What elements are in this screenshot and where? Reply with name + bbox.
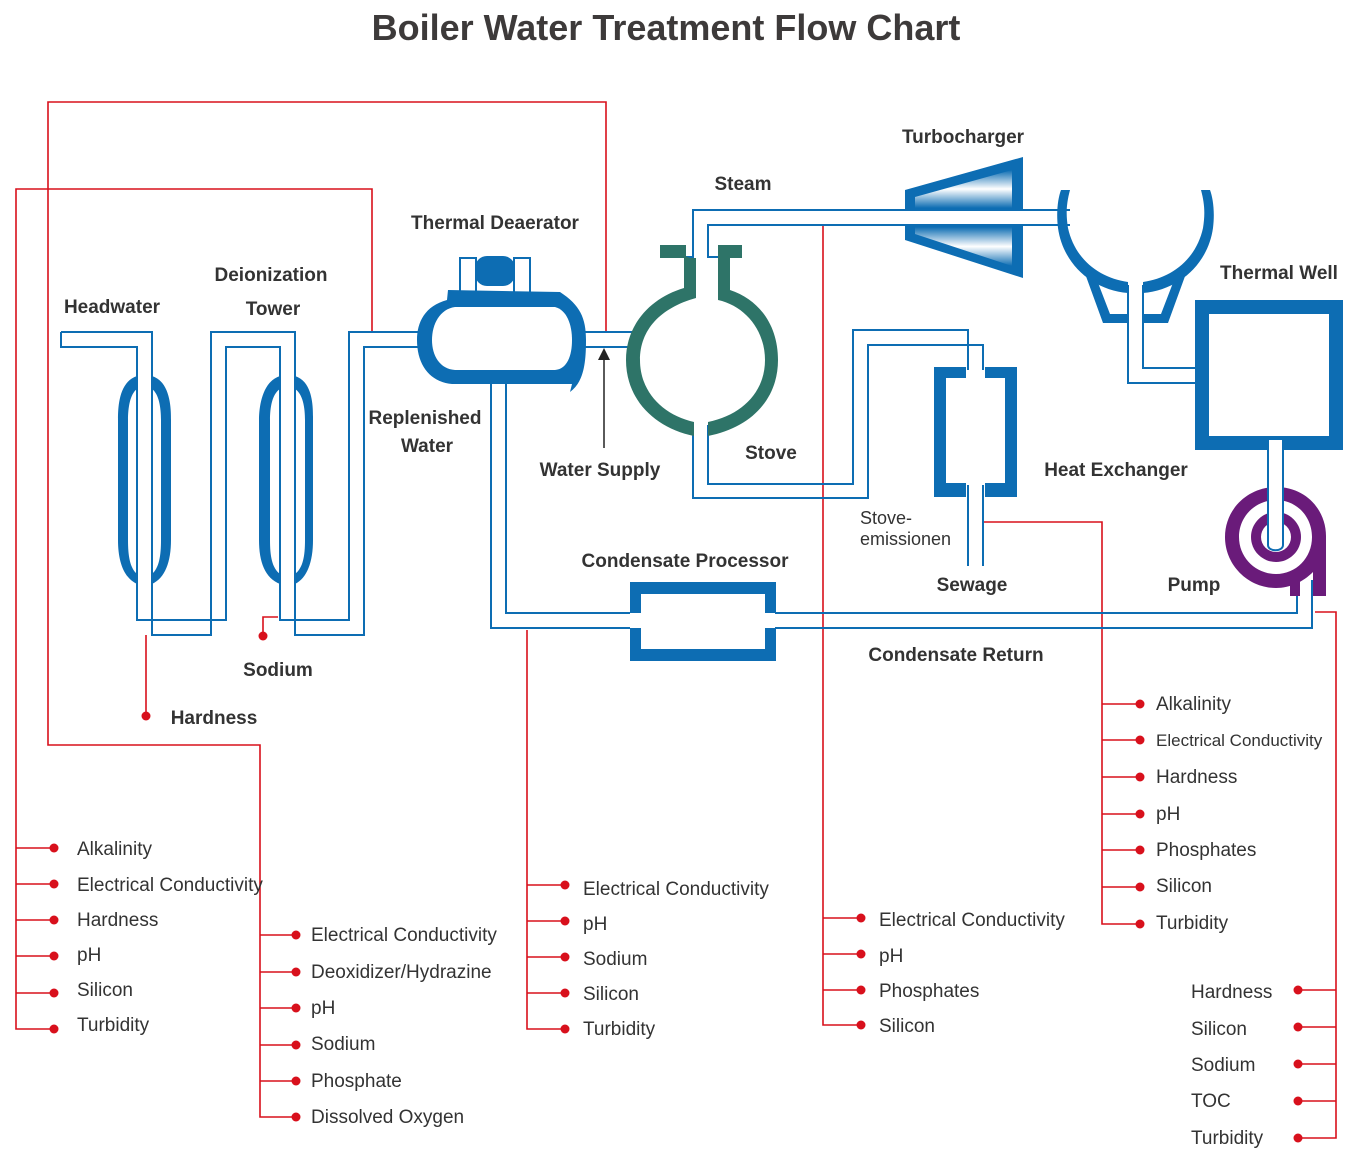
thermal-deaerator	[417, 256, 586, 392]
param-item: Hardness	[1191, 982, 1272, 1003]
label-stove-emissionen-1: Stove-	[860, 508, 912, 528]
label-replenished-1: Replenished	[369, 408, 482, 429]
param-item: pH	[1156, 804, 1180, 825]
label-deionization-2: Tower	[246, 299, 301, 320]
param-item: Silicon	[1191, 1019, 1247, 1040]
param-item: Turbidity	[1191, 1128, 1264, 1149]
label-pump: Pump	[1168, 575, 1221, 596]
deaerator-sampling-line	[47, 101, 607, 1118]
label-thermal-deaerator: Thermal Deaerator	[411, 213, 580, 234]
param-item: pH	[583, 914, 607, 935]
thermal-well	[1195, 300, 1343, 452]
sodium-sample-dot	[258, 631, 268, 641]
param-item: Silicon	[879, 1016, 935, 1037]
label-sodium-sample: Sodium	[243, 660, 313, 681]
heat-exchanger	[934, 367, 1017, 497]
pump	[1225, 455, 1326, 596]
label-stove: Stove	[745, 443, 797, 464]
param-item: Sodium	[311, 1034, 375, 1055]
stove-sampling-line	[822, 225, 861, 1026]
label-deionization-1: Deionization	[215, 265, 328, 286]
condenser	[1057, 190, 1214, 323]
headwater-param-list: Alkalinity Electrical Conductivity Hardn…	[77, 839, 263, 1036]
headwater-column	[118, 376, 171, 584]
stove	[626, 245, 778, 436]
param-item: pH	[77, 945, 101, 966]
label-headwater: Headwater	[64, 297, 161, 318]
condensate-param-branches	[527, 880, 570, 1034]
condensate-param-list: Electrical Conductivity pH Sodium Silico…	[583, 879, 769, 1040]
condensate-sampling-line	[526, 630, 565, 1030]
param-item: Phosphates	[1156, 840, 1256, 861]
turbocharger	[905, 157, 1070, 278]
deionization-column	[259, 376, 314, 584]
stove-param-branches	[823, 913, 866, 1030]
pump-param-list: Hardness Silicon Sodium TOC Turbidity	[1191, 982, 1272, 1149]
label-stove-emissionen-2: emissionen	[860, 529, 951, 549]
param-item: Hardness	[1156, 767, 1237, 788]
water-supply-arrow	[598, 348, 610, 448]
headwater-sampling-line	[15, 188, 373, 1030]
sodium-sampling-line	[262, 616, 278, 636]
deaerator-param-branches	[260, 930, 301, 1122]
param-item: TOC	[1191, 1091, 1231, 1112]
deaerator-param-list: Electrical Conductivity Deoxidizer/Hydra…	[311, 925, 497, 1128]
heat-exchanger-sampling-line	[983, 521, 1140, 925]
label-steam: Steam	[714, 174, 771, 195]
pump-param-branches	[1293, 985, 1336, 1143]
param-item: Deoxidizer/Hydrazine	[311, 962, 492, 983]
stove-param-list: Electrical Conductivity pH Phosphates Si…	[879, 910, 1065, 1037]
param-item: Dissolved Oxygen	[311, 1107, 464, 1128]
param-item: Electrical Conductivity	[77, 875, 263, 896]
label-condensate-processor: Condensate Processor	[582, 551, 790, 572]
condensate-processor	[630, 582, 776, 661]
label-thermal-well: Thermal Well	[1220, 263, 1338, 284]
param-item: Turbidity	[583, 1019, 656, 1040]
label-turbocharger: Turbocharger	[902, 127, 1025, 148]
param-item: Silicon	[77, 980, 133, 1001]
page-title: Boiler Water Treatment Flow Chart	[372, 7, 961, 48]
label-hardness-sample: Hardness	[171, 708, 258, 729]
label-condensate-return: Condensate Return	[868, 645, 1043, 666]
param-item: pH	[879, 946, 903, 967]
headwater-param-branches	[16, 843, 59, 1034]
param-item: Electrical Conductivity	[879, 910, 1065, 931]
param-item: Turbidity	[1156, 913, 1229, 934]
pump-sampling-line	[1298, 611, 1337, 1139]
hardness-sample-dot	[141, 711, 151, 721]
param-item: Sodium	[583, 949, 647, 970]
label-replenished-2: Water	[401, 436, 454, 457]
pipes	[60, 209, 1313, 636]
label-heat-exchanger: Heat Exchanger	[1044, 460, 1188, 481]
label-sewage: Sewage	[937, 575, 1008, 596]
param-item: Sodium	[1191, 1055, 1255, 1076]
heat-exchanger-param-list: Alkalinity Electrical Conductivity Hardn…	[1156, 694, 1323, 934]
label-water-supply: Water Supply	[540, 460, 661, 481]
param-item: Silicon	[1156, 876, 1212, 897]
param-item: Turbidity	[77, 1015, 150, 1036]
param-item: Electrical Conductivity	[583, 879, 769, 900]
param-item: Alkalinity	[77, 839, 152, 860]
param-item: Phosphate	[311, 1071, 402, 1092]
sampling-lines	[15, 101, 1337, 1139]
param-item: Electrical Conductivity	[311, 925, 497, 946]
param-item: Phosphates	[879, 981, 979, 1002]
param-item: Alkalinity	[1156, 694, 1231, 715]
param-item: Silicon	[583, 984, 639, 1005]
param-item: Hardness	[77, 910, 158, 931]
heat-exchanger-param-branches	[1102, 699, 1145, 929]
param-item: pH	[311, 998, 335, 1019]
param-item: Electrical Conductivity	[1156, 731, 1323, 750]
